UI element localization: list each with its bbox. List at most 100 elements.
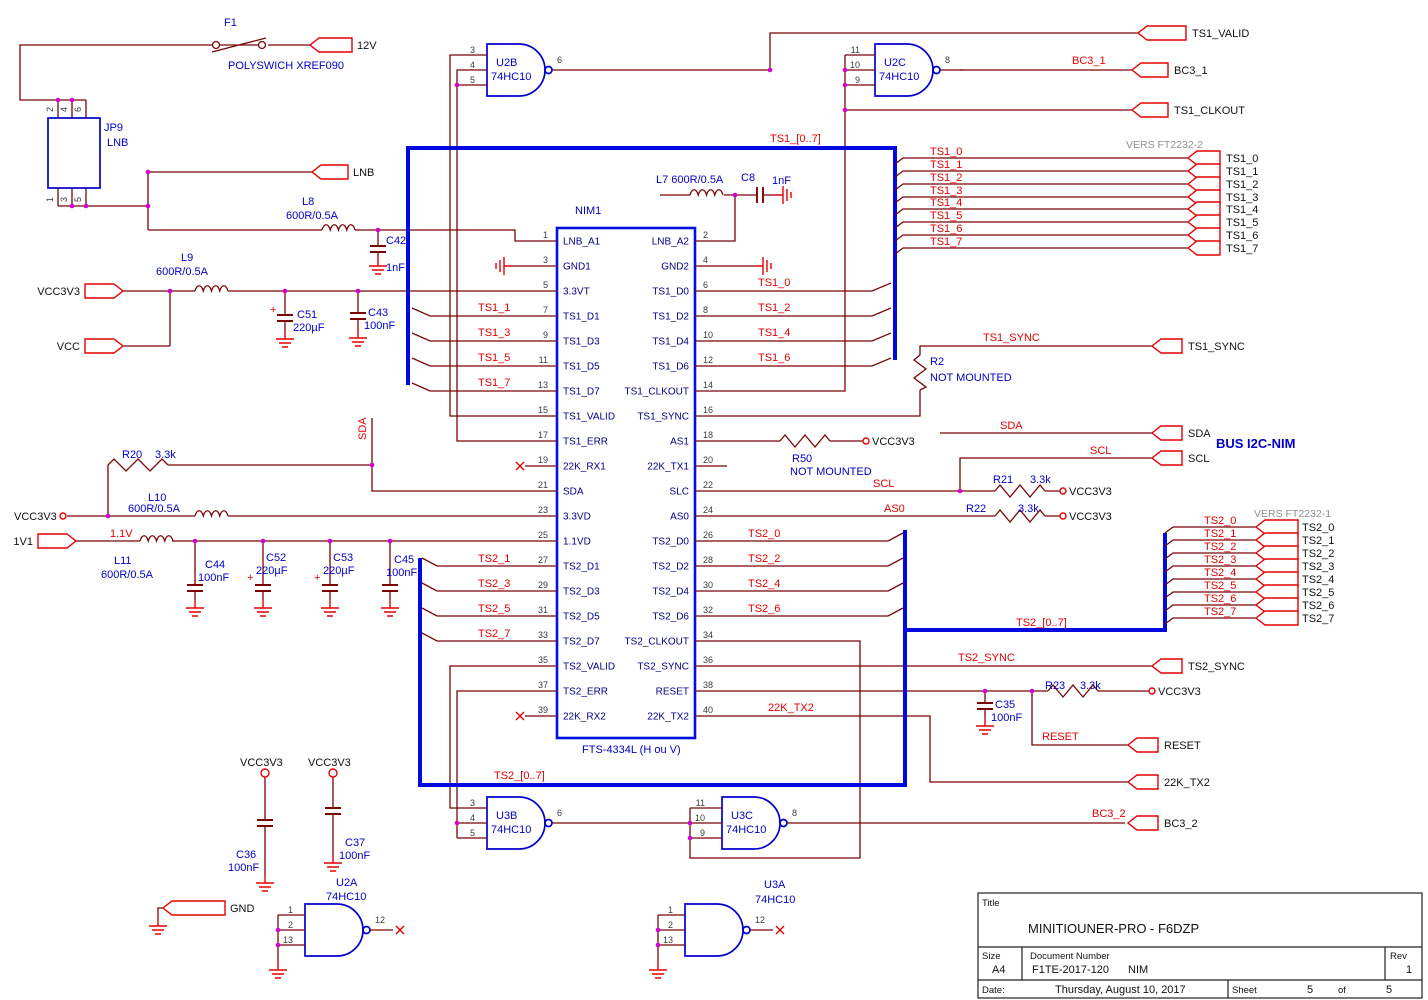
ground-icon [495,256,513,276]
connector-label: TS2_2 [1302,548,1334,560]
text-parts-c36-ref: C36 [236,849,256,861]
no-connect-icon [515,711,525,721]
pin-number: 8 [792,808,797,818]
text-parts-r21-value: 3.3k [1030,474,1051,486]
text-parts-r20-value: 3.3k [155,449,176,461]
text-nets-scl: SCL [1090,445,1111,457]
text-parts-l11-value: 600R/0.5A [101,569,154,581]
text-parts-f1-ref: F1 [224,17,237,29]
text-power-vcc3v3: VCC3V3 [14,511,57,523]
text-parts-l11-ref: L11 [114,555,132,567]
text-ts2-0: TS2_0 [748,528,780,540]
text-parts-c52-value: 220µF [256,565,288,577]
text-nets-scl: SCL [873,478,894,490]
text-nets-sda: SDA [357,417,369,440]
pin-number: 31 [538,605,548,615]
junction-dot [105,513,111,519]
inductor-l7 [689,189,724,198]
ts2-stack-wire [1164,539,1256,547]
junction-dot [454,82,460,88]
junction-dot [167,288,173,294]
junction-dot [375,227,381,233]
net-label: TS2_0 [1204,515,1236,527]
text-nets-bc3_1: BC3_1 [1072,55,1106,67]
connector-label: VCC [57,341,80,353]
text-parts-c43-value: 100nF [364,320,395,332]
text-parts-c45-ref: C45 [394,554,414,566]
text-parts-c44-value: 100nF [198,572,229,584]
connector-label: TS2_SYNC [1188,661,1245,673]
text-parts-c8-ref: C8 [741,172,755,184]
power-node [1059,487,1067,495]
text-title_block-date_label: Date: [982,985,1005,996]
text-parts-c42-value: 1nF [386,262,405,274]
pin-name: LNB_A1 [563,237,601,248]
connector-label: TS1_6 [1226,230,1258,242]
connector-ts1_1 [1186,163,1221,179]
text-power-vcc3v3: VCC3V3 [308,757,351,769]
text-parts-c53-ref: C53 [333,552,353,564]
junction-dot [655,927,661,933]
pin-name: TS1_D6 [652,362,689,373]
pin-name: TS2_CLKOUT [625,637,689,648]
pin-name: TS2_D1 [563,562,600,573]
pin-number: 25 [538,530,548,540]
text-parts-r2-ref: R2 [930,356,944,368]
junction-dot [982,688,988,694]
gate-u2c-bubble [932,65,941,75]
gate-ref: U3C [731,810,753,822]
pin-name: TS1_D4 [652,337,689,348]
ground-icon [380,599,400,617]
pin-name: SLC [670,487,689,498]
gate-ref: U3B [496,810,517,822]
connector-ts1_sync [1150,338,1183,354]
text-parts-l9-ref: L9 [181,252,193,264]
pin-number: 5 [543,280,548,290]
pin-number: 8 [703,305,708,315]
junction-dot [1029,688,1035,694]
pin-name: GND2 [661,262,689,273]
pin-name: 22K_TX2 [647,712,689,723]
pin-number: 3 [470,45,475,55]
inductor-l9 [194,285,229,294]
pin-number: 12 [703,355,713,365]
gate-value: 74HC10 [755,894,795,906]
gate-u2c-body [874,43,934,97]
wires-nim-left [411,54,525,839]
resistor-r20 [107,458,169,472]
wires-top-left [19,44,525,600]
ts1-stack-wire [894,183,1188,191]
pin-name: TS2_D4 [652,587,689,598]
gate-ref: U2B [496,57,517,69]
text-title_block-date: Thursday, August 10, 2017 [1055,984,1186,996]
junction-dot [454,820,460,826]
power-node [1059,512,1067,520]
connector-label: TS1_5 [1226,217,1258,229]
pin-number: 3 [470,798,475,808]
pin-number: 11 [851,45,860,55]
text-title_block-sheet_label: Sheet [1232,985,1257,996]
connector-label: TS1_4 [1226,204,1258,216]
text-parts-jp9-pins_bottom-2: 5 [73,197,83,202]
pin-name: 3.3VT [563,287,590,298]
text-title_block-rev_label: Rev [1390,951,1407,962]
junction-dot [842,82,848,88]
junction-dot [732,192,738,198]
connector-ts1_7 [1186,240,1221,256]
connector-label: BC3_1 [1174,65,1208,77]
text-nets-bc3_2: BC3_2 [1092,808,1126,820]
text-nim-value: FTS-4334L (H ou V) [582,744,681,756]
pin-number: 14 [703,380,713,390]
text-parts-l7-label: L7 600R/0.5A [656,174,724,186]
text-nets-v1_1: 1.1V [110,528,133,540]
text-ts2-1: TS2_1 [478,553,510,565]
ground-icon [185,599,205,617]
text-parts-jp9-pins_bottom-1: 3 [59,197,69,202]
junction-dot [387,538,393,544]
connector-label: TS2_5 [1302,587,1334,599]
text-title_block-doc_variant: NIM [1128,964,1148,976]
connector-label: TS2_4 [1302,574,1334,586]
gate-value: 74HC10 [326,891,366,903]
text-parts-jp9-pins_top-0: 2 [45,107,55,112]
text-parts-c52-ref: C52 [266,552,286,564]
